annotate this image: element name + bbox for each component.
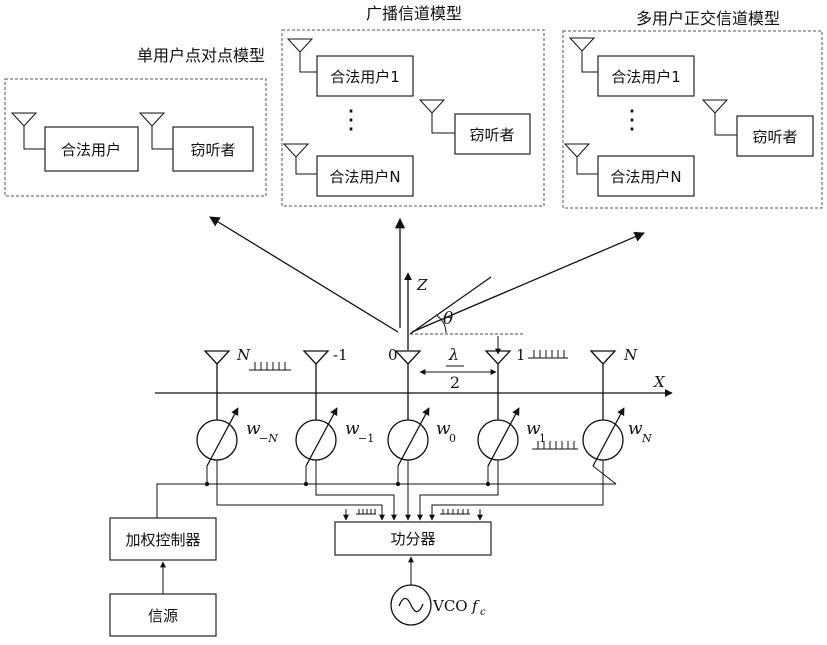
- antenna-label-1: 1: [516, 346, 526, 364]
- control-bus: [157, 484, 616, 518]
- theta-label: θ: [443, 309, 453, 329]
- beam-arrow-left: [210, 217, 398, 332]
- spacing-two: 2: [450, 373, 460, 392]
- broadcast-model-panel: 广播信道模型 合法用户1 ⋮ 窃听者 合法用户N: [282, 4, 544, 206]
- broadcast-user1-label: 合法用户1: [330, 68, 400, 86]
- antenna-array: N -1 0 1 N λ 2: [205, 336, 638, 420]
- fc-label: f: [471, 597, 480, 615]
- p2p-legit-user-label: 合法用户: [61, 141, 121, 159]
- weight-neg-1-sub: −1: [358, 432, 374, 445]
- coordinate-axes: Z X θ: [155, 273, 672, 393]
- antenna-icon: [396, 351, 420, 420]
- spacing-lambda: λ: [448, 345, 459, 364]
- antenna-icon: [304, 351, 328, 420]
- weight-neg-N-sub: −N: [259, 432, 278, 445]
- phase-shifter-neg-N: w −N: [197, 408, 278, 466]
- antenna-icon: [284, 144, 317, 174]
- antenna-icon: [288, 39, 317, 72]
- multiuser-ellipsis: ⋮: [619, 105, 645, 135]
- antenna-icon: [703, 100, 737, 135]
- divider-ellipsis-left: [356, 509, 376, 514]
- antenna-label-0: 0: [388, 346, 398, 364]
- weight-1-sub: 1: [539, 432, 546, 445]
- weight-0-sub: 0: [449, 432, 456, 445]
- vco-label: VCO: [432, 597, 468, 615]
- power-divider-label: 功分器: [390, 530, 435, 548]
- broadcast-ellipsis: ⋮: [338, 105, 364, 135]
- source-label: 信源: [148, 607, 178, 625]
- multiuser-eavesdropper-label: 窃听者: [752, 128, 797, 146]
- phase-shifter-1: w 1: [478, 408, 578, 466]
- feed-neg-N: [217, 460, 382, 520]
- elements-ellipsis-right: [528, 350, 568, 358]
- x-axis-label: X: [653, 373, 666, 391]
- weight-N-label: w: [628, 419, 643, 439]
- feed-network: [157, 460, 616, 520]
- weight-N-sub: N: [641, 432, 652, 445]
- multiuser-model-panel: 多用户正交信道模型 合法用户1 ⋮ 窃听者 合法用户N: [563, 9, 822, 208]
- weight-controller-label: 加权控制器: [125, 531, 200, 549]
- antenna-icon: [420, 100, 455, 133]
- broadcast-model-title: 广播信道模型: [366, 4, 462, 23]
- elements-ellipsis-left: [249, 362, 291, 370]
- antenna-icon: [12, 113, 45, 149]
- beam-arrows: [210, 217, 644, 332]
- antenna-label-neg-1: -1: [333, 346, 348, 364]
- fc-sub: c: [480, 607, 486, 618]
- divider-ellipsis-right: [440, 509, 470, 514]
- vco-icon: [391, 585, 431, 625]
- antenna-label-N: N: [623, 346, 638, 364]
- antenna-icon: [591, 351, 615, 420]
- antenna-icon: [205, 351, 229, 420]
- antenna-label-neg-N: N: [236, 346, 251, 364]
- z-axis-label: Z: [416, 276, 428, 294]
- antenna-icon: [570, 38, 598, 72]
- phase-shifter-neg-1: w −1: [296, 408, 374, 466]
- signal-chain: 加权控制器 信源 功分器 VCO f c: [110, 518, 491, 636]
- antenna-icon: [486, 351, 510, 420]
- antenna-icon: [565, 144, 598, 174]
- multiuser-userN-label: 合法用户N: [610, 168, 681, 186]
- antenna-icon: [140, 113, 173, 149]
- p2p-model-panel: 单用户点对点模型 合法用户 窃听者: [5, 46, 266, 196]
- phase-shifter-0: w 0: [388, 408, 456, 466]
- multiuser-user1-label: 合法用户1: [611, 68, 681, 86]
- broadcast-userN-label: 合法用户N: [329, 168, 400, 186]
- p2p-eavesdropper-label: 窃听者: [190, 141, 235, 159]
- broadcast-eavesdropper-label: 窃听者: [469, 126, 514, 144]
- multiuser-model-title: 多用户正交信道模型: [636, 9, 780, 28]
- p2p-model-title: 单用户点对点模型: [137, 46, 265, 65]
- phase-shifter-N: w N: [583, 408, 652, 466]
- weight-phase-shifters: w −N w −1 w 0 w 1 w N: [197, 408, 652, 466]
